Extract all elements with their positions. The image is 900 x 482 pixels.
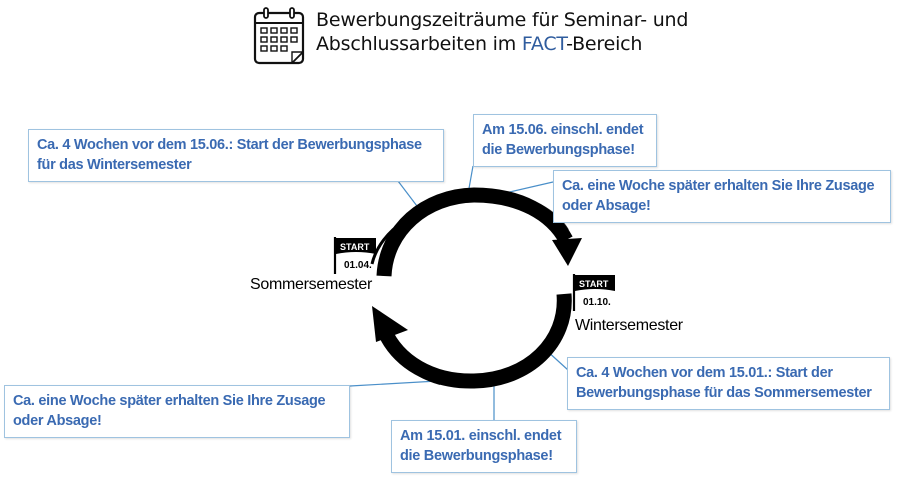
- box-ws-result: Ca. eine Woche später erhalten Sie Ihre …: [553, 170, 891, 223]
- start-flag-icon: START: [333, 237, 376, 274]
- box-ws-application-end: Am 15.06. einschl. endet die Bewerbungsp…: [473, 114, 657, 167]
- winter-flag-label: START: [579, 279, 609, 289]
- box-ws-application-end-line-1: Am 15.06. einschl. endet: [482, 122, 644, 138]
- box-ss-application-end-line-1: Am 15.01. einschl. endet: [400, 428, 562, 444]
- calendar-icon: [253, 7, 305, 65]
- winter-date: 01.10.: [583, 297, 611, 308]
- connector-ws-start: [397, 180, 421, 211]
- box-ss-application-start-line-1: Ca. 4 Wochen vor dem 15.01.: Start der: [576, 365, 833, 381]
- summer-flag-label: START: [340, 242, 370, 252]
- box-ss-application-start-line-2: Bewerbungsphase für das Sommersemester: [576, 385, 872, 401]
- arrow-to-summer: [372, 293, 572, 389]
- box-ss-result-line-1: Ca. eine Woche später erhalten Sie Ihre …: [13, 393, 326, 409]
- box-ws-application-start-line-1: Ca. 4 Wochen vor dem 15.06.: Start der B…: [37, 137, 422, 153]
- winter-semester-label: Wintersemester: [575, 317, 683, 334]
- box-ws-result-line-2: oder Absage!: [562, 198, 651, 214]
- title-line-1: Bewerbungszeiträume für Seminar- und: [316, 9, 689, 31]
- summer-date: 01.04.: [344, 260, 372, 271]
- box-ws-application-end-line-2: die Bewerbungsphase!: [482, 142, 635, 158]
- title-line-2-end: -Bereich: [566, 33, 643, 55]
- box-ss-application-end: Am 15.01. einschl. endet die Bewerbungsp…: [391, 420, 577, 473]
- box-ss-application-end-line-2: die Bewerbungsphase!: [400, 448, 553, 464]
- title-accent: FACT: [521, 33, 567, 55]
- box-ws-result-line-1: Ca. eine Woche später erhalten Sie Ihre …: [562, 178, 875, 194]
- title-line-2: Abschlussarbeiten im FACT-Bereich: [316, 32, 688, 56]
- arrow-to-winter: [370, 187, 582, 277]
- page-title: Bewerbungszeiträume für Seminar- und Abs…: [316, 8, 688, 56]
- summer-semester-label: Sommersemester: [250, 276, 373, 293]
- box-ss-application-start: Ca. 4 Wochen vor dem 15.01.: Start der B…: [567, 357, 890, 410]
- start-flag-icon: START: [572, 274, 615, 311]
- box-ss-result-line-2: oder Absage!: [13, 413, 102, 429]
- box-ws-application-start-line-2: für das Wintersemester: [37, 157, 192, 173]
- box-ws-application-start: Ca. 4 Wochen vor dem 15.06.: Start der B…: [28, 129, 444, 182]
- title-line-2-start: Abschlussarbeiten im: [316, 33, 522, 55]
- box-ss-result: Ca. eine Woche später erhalten Sie Ihre …: [4, 385, 350, 438]
